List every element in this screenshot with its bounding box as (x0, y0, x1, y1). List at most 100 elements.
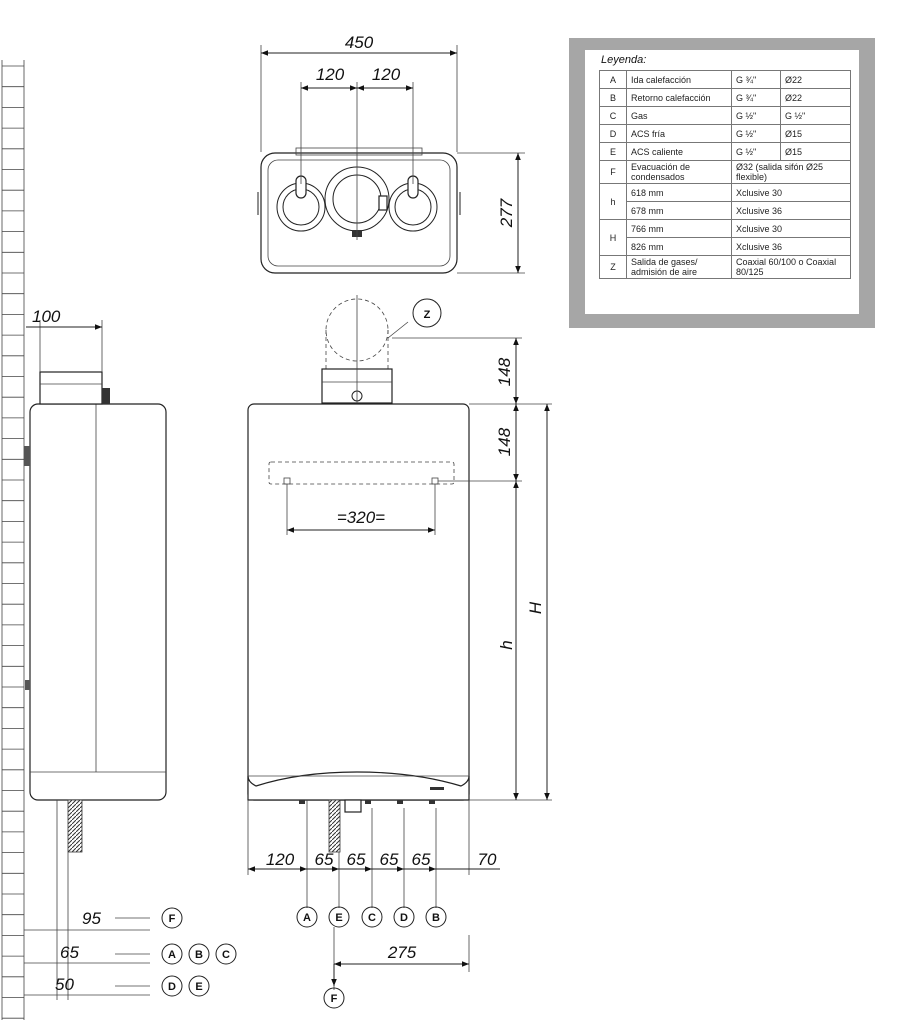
dim-side-50: 50 (55, 975, 74, 994)
legend-model: Xclusive 36 (731, 201, 851, 220)
legend-code: A (599, 70, 627, 89)
legend-row-h2: 678 mm Xclusive 36 (600, 201, 851, 220)
legend-row-z: Z Salida de gases/ admisión de aire Coax… (599, 255, 851, 279)
legend-diam: Ø15 (780, 124, 851, 143)
svg-text:C: C (368, 912, 376, 924)
dim-bottom-70: 70 (478, 850, 497, 869)
bubble-front-a: A (296, 906, 318, 928)
dim-top-left-offset: 120 (316, 65, 345, 84)
legend-conn: G ½" (731, 124, 781, 143)
dim-top-right-offset: 120 (372, 65, 401, 84)
legend-desc: ACS caliente (626, 142, 732, 161)
legend-mm: 678 mm (626, 201, 732, 220)
legend-row-H1: H 766 mm Xclusive 30 (599, 219, 851, 256)
legend-title: Leyenda: (601, 54, 647, 66)
wall-ladder (1, 60, 25, 1020)
svg-text:A: A (303, 912, 311, 924)
legend-conn: G ½" (731, 106, 781, 125)
legend-code: F (599, 160, 627, 184)
legend-code: Z (599, 255, 627, 279)
dim-bottom-65c: 65 (380, 850, 399, 869)
legend-desc: Salida de gases/ admisión de aire (626, 255, 732, 279)
bubble-side-e: E (188, 975, 210, 997)
legend-model: Xclusive 30 (731, 219, 851, 238)
legend-code: D (599, 124, 627, 143)
legend-diam: G ½" (780, 106, 851, 125)
legend-model: Xclusive 36 (731, 237, 851, 256)
dim-flue-2: 148 (495, 427, 514, 456)
svg-text:Z: Z (424, 309, 431, 321)
legend-code: B (599, 88, 627, 107)
legend-model: Xclusive 30 (731, 183, 851, 202)
bubble-flue-z: Z (412, 298, 442, 328)
dim-bottom-65b: 65 (347, 850, 366, 869)
dim-lower-275: 275 (387, 943, 417, 962)
legend-desc: Retorno calefacción (626, 88, 732, 107)
dim-top-width: 450 (345, 33, 374, 52)
legend-desc: Gas (626, 106, 732, 125)
legend-desc: Ida calefacción (626, 70, 732, 89)
legend-row-f: F Evacuación de condensados Ø32 (salida … (599, 160, 851, 184)
legend-box: Leyenda: A Ida calefacción G ¾" Ø22 B Re… (585, 50, 859, 314)
legend-diam: Ø22 (780, 70, 851, 89)
dim-H-large: H (526, 601, 545, 614)
legend-mm: 766 mm (626, 219, 732, 238)
dim-top-depth: 277 (497, 198, 516, 228)
legend-code: H (599, 219, 627, 256)
legend-row-H2: 826 mm Xclusive 36 (600, 237, 851, 256)
legend-row-d: D ACS fría G ½" Ø15 (599, 124, 851, 143)
legend-desc: Evacuación de condensados (626, 160, 732, 184)
front-view: Z =320= 148 148 h H (247, 295, 552, 1009)
legend-desc: ACS fría (626, 124, 732, 143)
legend-row-e: E ACS caliente G ½" Ø15 (599, 142, 851, 161)
legend-row-a: A Ida calefacción G ¾" Ø22 (599, 70, 851, 89)
legend-conn: G ¾" (731, 88, 781, 107)
bubble-front-f: F (323, 987, 345, 1009)
dim-bottom-65d: 65 (412, 850, 431, 869)
svg-text:F: F (169, 913, 176, 925)
dim-bottom-120: 120 (266, 850, 295, 869)
legend-mm: 618 mm (626, 183, 732, 202)
legend-row-h1: h 618 mm Xclusive 30 (599, 183, 851, 220)
legend-value: Ø32 (salida sifón Ø25 flexible) (731, 160, 851, 184)
legend-diam: Ø22 (780, 88, 851, 107)
bubble-front-b: B (425, 906, 447, 928)
bubble-side-a: A (161, 943, 183, 965)
bubble-side-f: F (161, 907, 183, 929)
svg-text:B: B (432, 912, 440, 924)
bubble-side-c: C (215, 943, 237, 965)
bubble-front-c: C (361, 906, 383, 928)
legend-conn: G ½" (731, 142, 781, 161)
svg-text:B: B (195, 949, 203, 961)
dim-h-small: h (497, 640, 516, 649)
svg-text:C: C (222, 949, 230, 961)
legend-code: h (599, 183, 627, 220)
top-view: 450 120 120 277 (257, 33, 525, 274)
svg-text:E: E (335, 912, 342, 924)
legend-table: A Ida calefacción G ¾" Ø22 B Retorno cal… (599, 70, 851, 279)
side-view: 100 95 65 50 F A B C D E (24, 307, 237, 1000)
legend-value: Coaxial 60/100 o Coaxial 80/125 (731, 255, 851, 279)
svg-text:E: E (195, 981, 202, 993)
bubble-front-e: E (328, 906, 350, 928)
dim-bracket: =320= (337, 508, 385, 527)
legend-mm: 826 mm (626, 237, 732, 256)
dim-bottom-65a: 65 (315, 850, 334, 869)
dim-side-top: 100 (32, 307, 61, 326)
legend-code: C (599, 106, 627, 125)
svg-text:D: D (168, 981, 176, 993)
dim-flue-1: 148 (495, 357, 514, 386)
dim-side-65: 65 (60, 943, 79, 962)
dim-side-95: 95 (82, 909, 101, 928)
bubble-side-b: B (188, 943, 210, 965)
legend-row-c: C Gas G ½" G ½" (599, 106, 851, 125)
legend-frame: Leyenda: A Ida calefacción G ¾" Ø22 B Re… (569, 38, 875, 328)
legend-conn: G ¾" (731, 70, 781, 89)
legend-diam: Ø15 (780, 142, 851, 161)
legend-row-b: B Retorno calefacción G ¾" Ø22 (599, 88, 851, 107)
svg-text:D: D (400, 912, 408, 924)
bubble-front-d: D (393, 906, 415, 928)
svg-text:A: A (168, 949, 176, 961)
legend-code: E (599, 142, 627, 161)
